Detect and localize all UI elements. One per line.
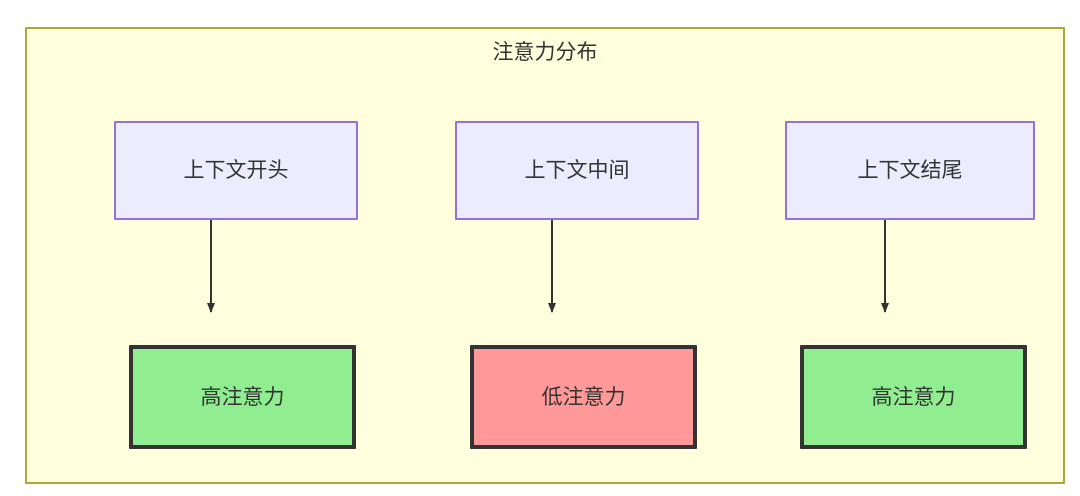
node-label: 上下文开头	[183, 159, 289, 182]
node-attention-high-1[interactable]: 高注意力	[129, 345, 356, 449]
node-attention-low-1[interactable]: 低注意力	[470, 345, 697, 449]
node-context-middle[interactable]: 上下文中间	[455, 121, 699, 220]
node-label: 上下文结尾	[857, 159, 963, 182]
node-label: 上下文中间	[524, 159, 630, 182]
subgraph-title: 注意力分布	[492, 41, 598, 64]
subgraph-container: 注意力分布 上下文开头 上下文中间 上下文	[25, 27, 1065, 484]
node-label: 低注意力	[541, 385, 626, 409]
node-label: 高注意力	[200, 385, 285, 409]
node-attention-high-2[interactable]: 高注意力	[800, 345, 1027, 449]
node-context-start[interactable]: 上下文开头	[114, 121, 358, 220]
node-context-end[interactable]: 上下文结尾	[785, 121, 1035, 220]
node-label: 高注意力	[871, 385, 956, 409]
